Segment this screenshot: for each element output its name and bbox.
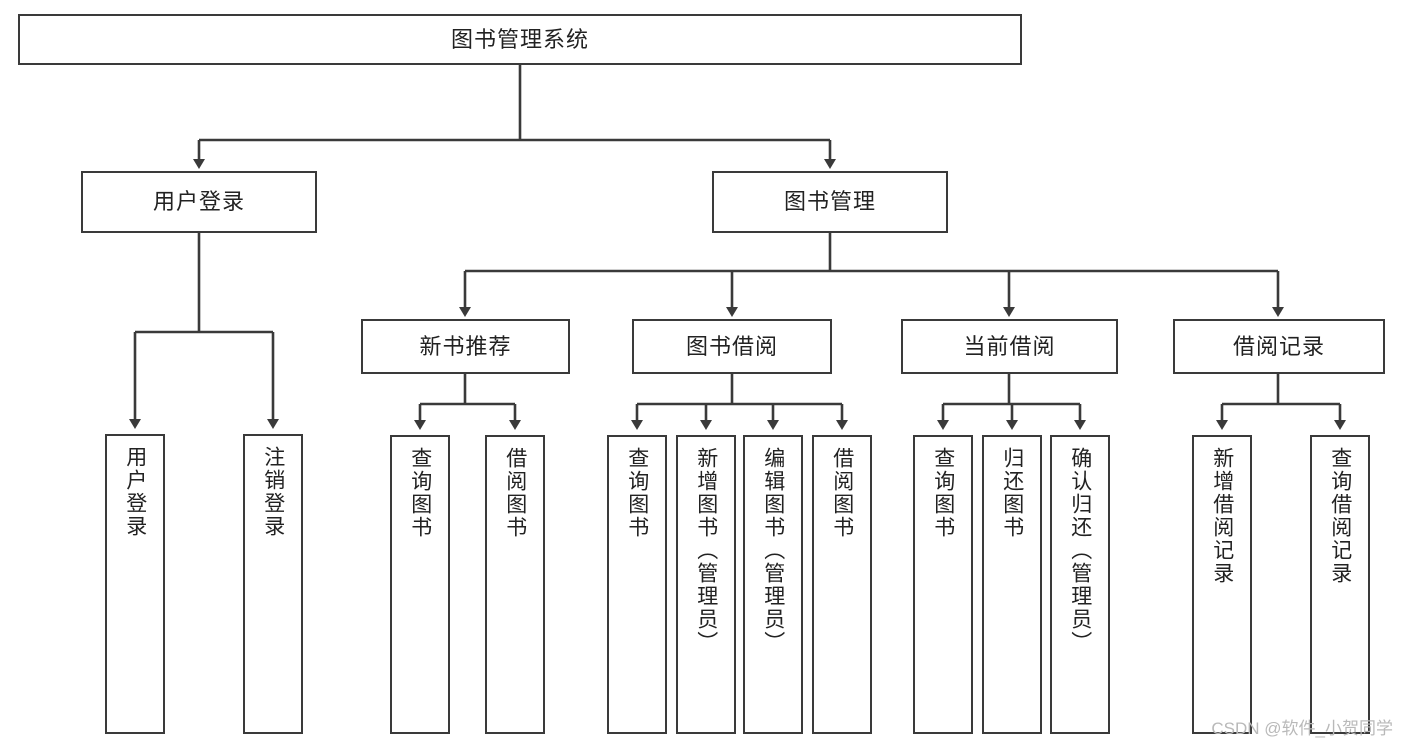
node-leaf-query-book-1[interactable]: 查询图书 <box>390 435 450 734</box>
node-leaf-return-book-label: 归还图书 <box>1000 447 1024 539</box>
node-leaf-borrow-book-1-label: 借阅图书 <box>503 447 527 539</box>
node-borrow-record-label: 借阅记录 <box>1232 333 1325 359</box>
node-leaf-return-book[interactable]: 归还图书 <box>982 435 1042 734</box>
node-book-borrow-label: 图书借阅 <box>685 333 778 359</box>
node-leaf-confirm-return[interactable]: 确认归还（管理员） <box>1050 435 1110 734</box>
node-current-borrow[interactable]: 当前借阅 <box>901 319 1118 374</box>
node-leaf-edit-book-label: 编辑图书（管理员） <box>761 447 785 654</box>
node-leaf-query-book-2[interactable]: 查询图书 <box>607 435 667 734</box>
node-current-borrow-label: 当前借阅 <box>963 333 1056 359</box>
node-borrow-record[interactable]: 借阅记录 <box>1173 319 1385 374</box>
node-leaf-add-record-label: 新增借阅记录 <box>1210 447 1234 585</box>
node-leaf-user-login-label: 用户登录 <box>123 446 147 538</box>
node-user-login-label: 用户登录 <box>152 189 245 214</box>
node-new-book-recommend[interactable]: 新书推荐 <box>361 319 570 374</box>
node-leaf-user-login[interactable]: 用户登录 <box>105 434 165 734</box>
node-leaf-borrow-book-1[interactable]: 借阅图书 <box>485 435 545 734</box>
node-leaf-user-logout[interactable]: 注销登录 <box>243 434 303 734</box>
node-leaf-edit-book[interactable]: 编辑图书（管理员） <box>743 435 803 734</box>
node-leaf-borrow-book-2[interactable]: 借阅图书 <box>812 435 872 734</box>
node-leaf-borrow-book-2-label: 借阅图书 <box>830 447 854 539</box>
node-leaf-user-logout-label: 注销登录 <box>261 446 285 538</box>
node-new-book-recommend-label: 新书推荐 <box>419 333 512 359</box>
node-leaf-query-record-label: 查询借阅记录 <box>1328 447 1352 585</box>
node-leaf-add-book-label: 新增图书（管理员） <box>694 447 718 654</box>
node-user-login[interactable]: 用户登录 <box>81 171 317 233</box>
node-leaf-query-record[interactable]: 查询借阅记录 <box>1310 435 1370 734</box>
node-leaf-add-record[interactable]: 新增借阅记录 <box>1192 435 1252 734</box>
node-book-manage[interactable]: 图书管理 <box>712 171 948 233</box>
node-leaf-add-book[interactable]: 新增图书（管理员） <box>676 435 736 734</box>
node-leaf-query-book-3-label: 查询图书 <box>931 447 955 539</box>
node-book-borrow[interactable]: 图书借阅 <box>632 319 832 374</box>
node-book-manage-label: 图书管理 <box>783 189 876 214</box>
node-leaf-query-book-1-label: 查询图书 <box>408 447 432 539</box>
node-root[interactable]: 图书管理系统 <box>18 14 1022 65</box>
node-leaf-confirm-return-label: 确认归还（管理员） <box>1068 447 1092 654</box>
node-root-label: 图书管理系统 <box>450 26 589 52</box>
node-leaf-query-book-2-label: 查询图书 <box>625 447 649 539</box>
node-leaf-query-book-3[interactable]: 查询图书 <box>913 435 973 734</box>
